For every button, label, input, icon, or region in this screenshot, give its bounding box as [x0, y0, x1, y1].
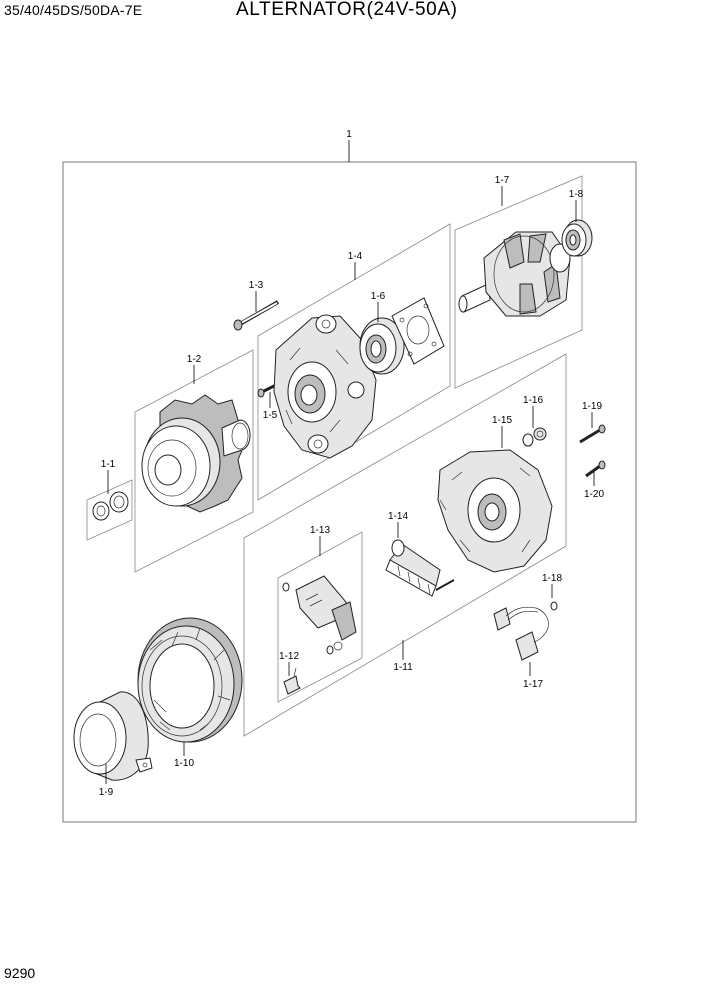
group-box-rotor [454, 175, 583, 389]
callout-1-7: 1-7 [495, 175, 510, 186]
stator-part [137, 617, 243, 743]
bearing-retainer-part [359, 297, 445, 375]
group-box-nut-washer [86, 479, 133, 541]
rectifier-part [385, 539, 455, 597]
leader-lines [105, 186, 595, 784]
callout-1-1: 1-1 [101, 459, 116, 470]
callout-1-3: 1-3 [249, 280, 264, 291]
callout-1: 1 [346, 129, 352, 140]
rear-bearing-part [561, 219, 593, 257]
nut-washer-part [92, 491, 129, 521]
harness-screw-part [550, 601, 558, 611]
model-code: 35/40/45DS/50DA-7E [4, 2, 143, 18]
group-box-front-housing [257, 223, 451, 501]
callout-1-19: 1-19 [582, 401, 602, 412]
rear-cover-part [73, 691, 153, 781]
callout-1-6: 1-6 [371, 291, 386, 302]
bracket-part [283, 667, 301, 695]
rear-housing-part [437, 449, 553, 573]
callout-1-5: 1-5 [263, 410, 278, 421]
callout-1-10: 1-10 [174, 758, 194, 769]
callout-1-15: 1-15 [492, 415, 512, 426]
callout-1-18: 1-18 [542, 573, 562, 584]
regulator-part [282, 575, 357, 655]
front-housing-part [273, 314, 377, 459]
callout-1-14: 1-14 [388, 511, 408, 522]
callout-1-17: 1-17 [523, 679, 543, 690]
callout-1-4: 1-4 [348, 251, 363, 262]
callout-1-20: 1-20 [584, 489, 604, 500]
group-box-fan-pulley [134, 349, 254, 573]
callout-1-13: 1-13 [310, 525, 330, 536]
group-box-regulator [277, 531, 363, 703]
callout-1-2: 1-2 [187, 354, 202, 365]
callout-1-9: 1-9 [99, 787, 114, 798]
page-title: ALTERNATOR(24V-50A) [236, 0, 458, 20]
page-number: 9290 [4, 965, 36, 981]
bolt-part [579, 424, 606, 444]
assembly-frame [62, 161, 637, 823]
group-box-rear-housing [243, 353, 567, 737]
callout-1-16: 1-16 [523, 395, 543, 406]
callout-1-11: 1-11 [393, 662, 413, 673]
bolt-part [585, 460, 606, 478]
through-bolt-part [233, 300, 280, 331]
terminal-insulator-part [522, 427, 547, 447]
callout-1-8: 1-8 [569, 189, 584, 200]
callout-1-12: 1-12 [279, 651, 299, 662]
rotor-part [458, 231, 571, 317]
wire-harness-part [493, 606, 549, 661]
pulley-fan-part [141, 394, 251, 513]
